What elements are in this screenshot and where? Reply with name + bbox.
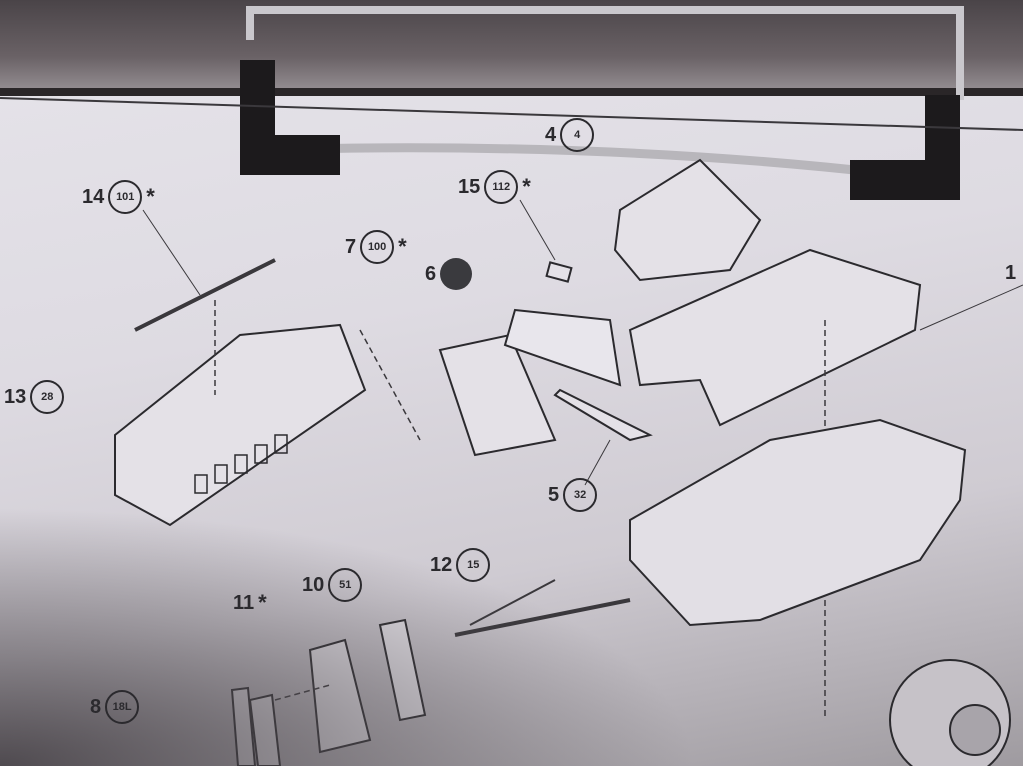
- callout-part-6: 6: [425, 258, 473, 290]
- background-surface: [0, 0, 1023, 95]
- callout-part-13: 13 28: [4, 380, 65, 414]
- callout-part-12: 12 15: [430, 548, 491, 582]
- callout-part-8: 8 18L: [90, 690, 140, 724]
- filled-circle-marker: [440, 258, 473, 290]
- shadow-overlay: [0, 506, 700, 766]
- callout-part-15: 15 112 *: [458, 170, 531, 204]
- callout-part-1: 1: [1005, 262, 1017, 284]
- callout-part-4: 4 4: [545, 118, 595, 152]
- callout-part-7: 7 100 *: [345, 230, 407, 264]
- callout-part-11: 11 *: [233, 590, 267, 615]
- callout-part-5: 5 32: [548, 478, 598, 512]
- callout-part-10: 10 51: [302, 568, 363, 602]
- chrome-clip: [240, 6, 964, 200]
- callout-part-14: 14 101 *: [82, 180, 155, 214]
- paper-top-edge: [0, 88, 1023, 96]
